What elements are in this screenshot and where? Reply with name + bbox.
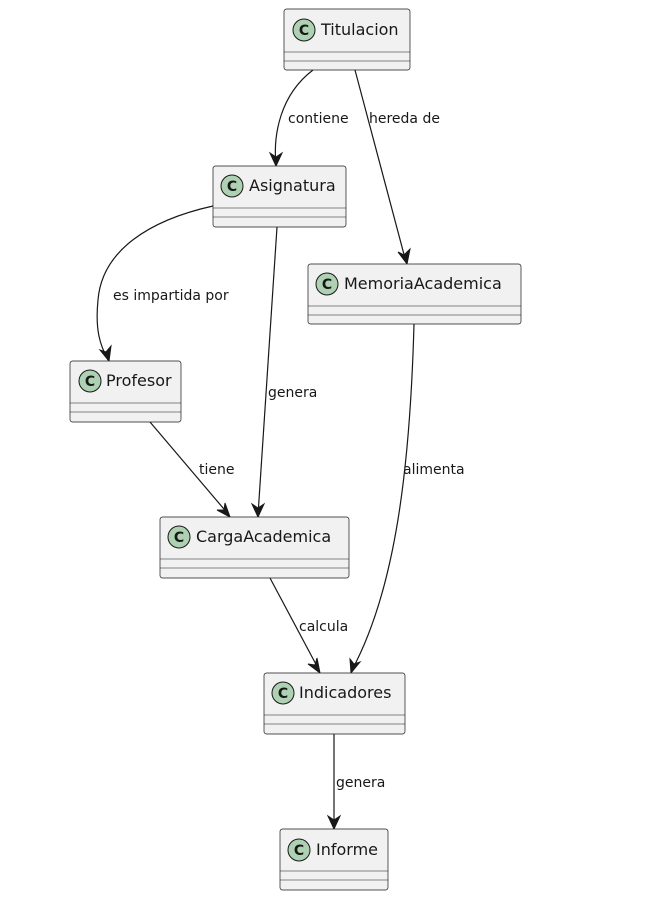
arrowhead [307, 657, 321, 675]
diagram-panel [58, 0, 595, 899]
class-name: CargaAcademica [196, 527, 331, 546]
class-name: Indicadores [299, 683, 391, 702]
arrowhead [397, 247, 411, 266]
relation-titulacion-memoria: hereda de [354, 69, 440, 266]
class-stereotype-icon [271, 681, 295, 705]
edge-label: genera [268, 385, 317, 401]
class-name: Informe [316, 840, 378, 859]
class-cargaacademica[interactable]: C CargaAcademica [159, 516, 350, 579]
edge-line [257, 226, 278, 516]
class-name: MemoriaAcademica [344, 274, 502, 293]
class-stereotype-icon [220, 174, 244, 198]
class-stereotype-letter: C [294, 843, 304, 859]
edge-label: tiene [199, 462, 234, 478]
class-indicadores[interactable]: C Indicadores [263, 672, 406, 735]
class-stereotype-icon [315, 272, 339, 296]
class-stereotype-letter: C [174, 530, 184, 546]
class-informe[interactable]: C Informe [279, 828, 389, 891]
relation-profesor-carga: tiene [149, 421, 234, 519]
edge-line [149, 421, 230, 516]
arrowhead [349, 657, 362, 675]
class-stereotype-letter: C [278, 686, 288, 702]
relation-indicadores-informe: genera [326, 734, 385, 831]
edge-line [351, 323, 415, 671]
edge-line [96, 205, 214, 361]
class-stereotype-icon [287, 838, 311, 862]
class-asignatura[interactable]: C Asignatura [212, 165, 347, 228]
relation-asignatura-carga: genera [250, 226, 317, 519]
class-memoriaacademica[interactable]: C MemoriaAcademica [307, 263, 522, 325]
class-stereotype-icon [167, 525, 191, 549]
arrowhead [268, 151, 284, 168]
relation-carga-indicadores: calcula [269, 577, 348, 675]
arrowhead [326, 814, 342, 831]
relation-titulacion-asignatura: contiene [268, 69, 349, 168]
class-stereotype-letter: C [227, 179, 237, 195]
class-stereotype-letter: C [322, 277, 332, 293]
edge-label: calcula [299, 619, 348, 635]
edge-line [274, 69, 314, 166]
class-stereotype-letter: C [299, 23, 309, 39]
edge-line [354, 69, 407, 263]
edge-label: hereda de [369, 111, 440, 127]
edge-line [269, 577, 320, 671]
relation-memoria-indicadores: alimenta [349, 323, 465, 675]
class-name: Asignatura [249, 176, 336, 195]
class-profesor[interactable]: C Profesor [69, 360, 182, 423]
class-name: Titulacion [320, 20, 399, 39]
class-stereotype-icon [78, 369, 102, 393]
relation-asignatura-profesor: es impartida por [96, 205, 229, 363]
edge-label: es impartida por [113, 288, 229, 304]
class-stereotype-letter: C [85, 374, 95, 390]
class-stereotype-icon [292, 18, 316, 42]
class-name: Profesor [106, 371, 172, 390]
arrowhead [98, 344, 112, 363]
arrowhead [250, 502, 266, 519]
edge-label: genera [336, 775, 385, 791]
class-titulacion[interactable]: C Titulacion [283, 8, 411, 71]
arrowhead [216, 502, 231, 519]
edge-label: alimenta [403, 462, 465, 478]
edge-label: contiene [288, 111, 349, 127]
